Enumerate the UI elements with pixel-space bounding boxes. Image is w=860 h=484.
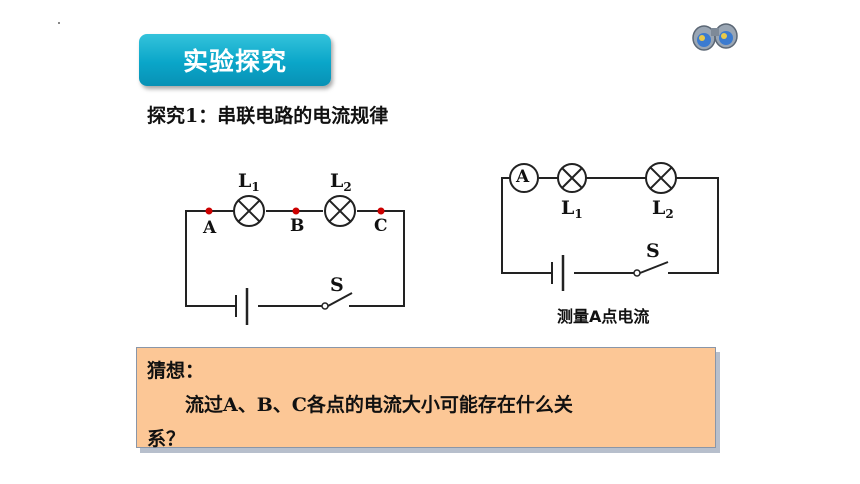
- point-b-marker: [292, 207, 300, 215]
- point-c-marker: [377, 207, 385, 215]
- hypothesis-line-1: 流过A、B、C各点的电流大小可能存在什么关: [185, 394, 573, 416]
- hypothesis-label: 猜想：: [147, 360, 205, 382]
- section-title: 实验探究: [139, 34, 331, 86]
- experiment-subtitle: 探究1：串联电路的电流规律: [147, 105, 389, 127]
- point-a-label: A: [203, 218, 217, 238]
- right-lamp2-label: L2: [652, 197, 674, 221]
- binoculars-icon: [692, 23, 738, 51]
- corner-dot: [58, 22, 60, 24]
- ammeter-symbol-label: A: [516, 167, 530, 187]
- point-a-marker: [205, 207, 213, 215]
- hypothesis-box: 猜想： 流过A、B、C各点的电流大小可能存在什么关 系？: [136, 347, 716, 450]
- right-lamp1-label: L1: [561, 197, 583, 221]
- left-lamp2-label: L2: [330, 170, 352, 194]
- series-circuit-right: [501, 162, 719, 291]
- right-switch-label: S: [646, 240, 660, 262]
- left-lamp1-label: L1: [238, 170, 260, 194]
- left-switch-label: S: [330, 274, 344, 296]
- measure-caption: 测量A点电流: [557, 307, 650, 326]
- hypothesis-line-2: 系？: [147, 428, 186, 450]
- point-c-label: C: [374, 216, 388, 236]
- point-b-label: B: [290, 216, 305, 236]
